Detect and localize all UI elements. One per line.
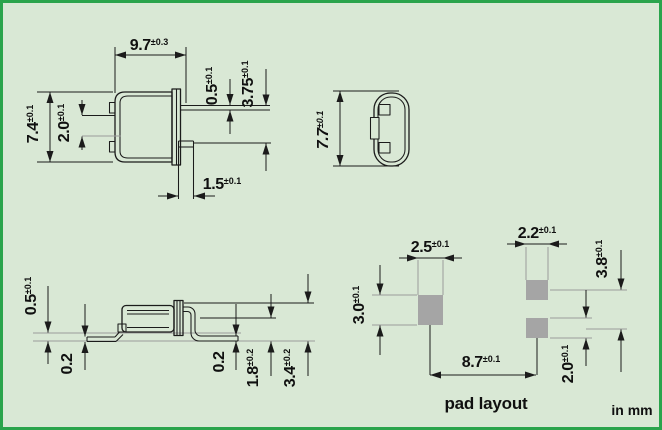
dim-front-inner-gap: 2.0±0.1 — [56, 104, 73, 143]
dim-pad-row-pitch: 3.8±0.1 — [594, 240, 611, 279]
dim-front-width: 9.7±0.3 — [130, 37, 169, 54]
front-view-body — [108, 88, 270, 199]
pad-right-top — [526, 280, 548, 300]
dim-pad1-height: 3.0±0.1 — [351, 286, 368, 325]
pad-layout-dimensions: 2.5±0.1 3.0±0.1 2.2±0.1 3.8±0.1 — [351, 225, 627, 383]
clip-bottom — [378, 141, 391, 154]
dim-front-lead-thickness: 0.5±0.1 — [204, 67, 221, 106]
front-view: 9.7±0.3 7.4±0.1 2.0±0.1 0.5±0.1 3.75±0.1 — [25, 37, 271, 200]
weld-tab-top — [108, 101, 116, 114]
dim-pad2-height: 2.0±0.1 — [560, 345, 577, 384]
dim-side-lead-height: 1.8±0.2 — [245, 349, 262, 388]
side-view-body — [33, 299, 315, 343]
side-view-dimensions: 0.5±0.1 0.2 0.2 1.8±0.2 3.4±0.2 — [23, 274, 314, 387]
right-lead — [183, 306, 238, 337]
dim-side-lead-thickness-right: 0.2 — [211, 351, 228, 373]
dim-side-standoff: 0.5±0.1 — [23, 277, 40, 316]
clip-top — [378, 103, 391, 116]
dim-front-height: 7.4±0.1 — [25, 105, 42, 144]
dim-side-lead-thickness-left: 0.2 — [59, 353, 76, 375]
end-view-dimensions: 7.7±0.1 — [315, 90, 399, 167]
dim-end-height: 7.7±0.1 — [315, 111, 332, 150]
dim-front-lead-width: 1.5±0.1 — [203, 176, 242, 193]
dim-pad-column-pitch: 8.7±0.1 — [462, 354, 501, 371]
center-tab — [369, 116, 380, 140]
dim-side-overall-height: 3.4±0.2 — [282, 349, 299, 388]
units-note: in mm — [611, 402, 652, 418]
weld-tab-bottom — [108, 140, 116, 153]
drawing-canvas: 9.7±0.3 7.4±0.1 2.0±0.1 0.5±0.1 3.75±0.1 — [23, 37, 653, 418]
dim-pad2-width: 2.2±0.1 — [518, 225, 557, 242]
dim-pad1-width: 2.5±0.1 — [411, 239, 450, 256]
dim-front-lead-spacing: 3.75±0.1 — [240, 61, 257, 108]
pad-right-bottom — [526, 318, 548, 338]
front-view-dimensions: 9.7±0.3 7.4±0.1 2.0±0.1 0.5±0.1 3.75±0.1 — [25, 37, 271, 200]
flange — [173, 299, 184, 337]
side-view: 0.5±0.1 0.2 0.2 1.8±0.2 3.4±0.2 — [23, 274, 315, 387]
pad-layout-caption: pad layout — [444, 394, 528, 413]
pad-layout-view: 2.5±0.1 3.0±0.1 2.2±0.1 3.8±0.1 — [351, 225, 627, 413]
end-view-body — [369, 92, 410, 167]
pad-left — [418, 295, 443, 325]
end-view: 7.7±0.1 — [315, 90, 410, 167]
